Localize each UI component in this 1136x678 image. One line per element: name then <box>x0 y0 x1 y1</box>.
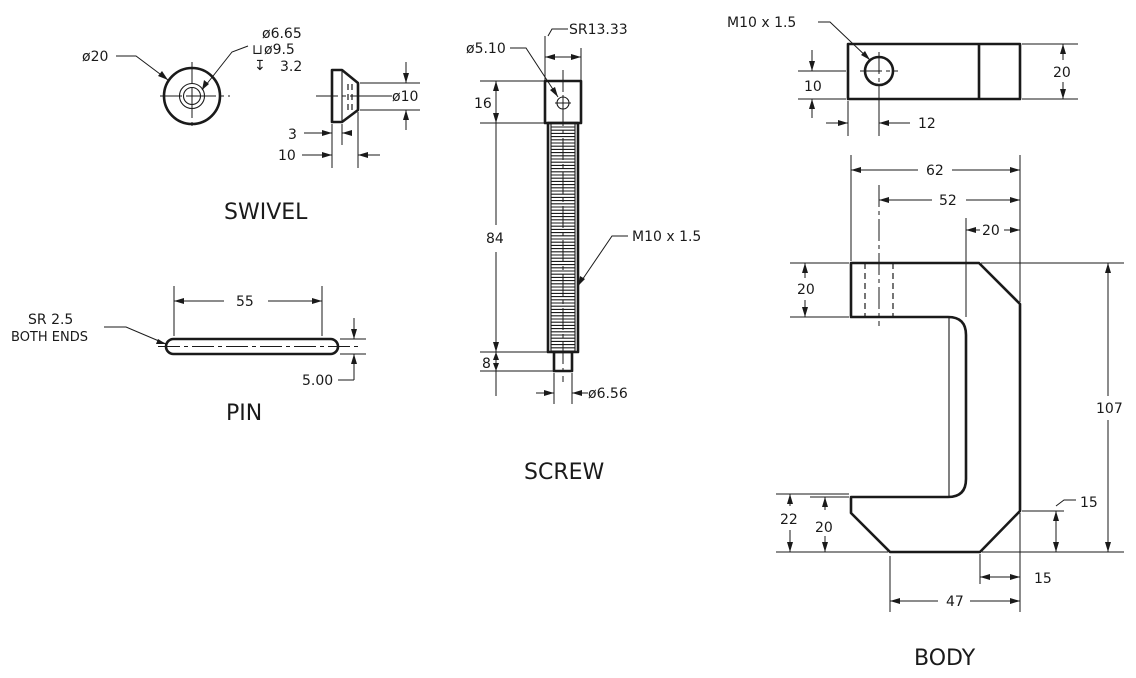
swivel-dia-leader <box>116 55 169 81</box>
swivel-title: SWIVEL <box>224 200 308 225</box>
body-front-outline <box>849 261 1022 554</box>
screw-view: SR13.33 ø5.10 16 84 8 ø6.56 <box>466 22 701 485</box>
screw-sr-label: SR13.33 <box>569 22 628 38</box>
body-dim-107: 107 <box>1096 401 1123 417</box>
body-dim-62: 62 <box>926 163 944 179</box>
body-top-view: M10 x 1.5 10 12 20 <box>727 15 1078 136</box>
body-dim-22: 22 <box>780 512 798 528</box>
swivel-dia-outer-label: ø20 <box>82 49 108 65</box>
pin-diameter-label: 5.00 <box>302 373 333 389</box>
body-dim-12: 12 <box>918 116 936 132</box>
body-dim-20a: 20 <box>982 223 1000 239</box>
screw-title: SCREW <box>524 460 605 485</box>
body-dim-20c: 20 <box>815 520 833 536</box>
swivel-depth-symbol: ↧ <box>254 58 266 74</box>
body-dim-15b-text: 15 <box>1034 571 1052 587</box>
swivel-side-dia-label: ø10 <box>392 89 418 105</box>
body-dim-15a: 15 <box>1080 495 1098 511</box>
screw-head-dim: 16 <box>474 96 492 112</box>
swivel-cbore-depth-label: 3.2 <box>280 59 302 75</box>
body-front-view: 62 52 20 20 107 <box>776 155 1124 671</box>
swivel-dim-10: 10 <box>278 148 296 164</box>
body-dim-52: 52 <box>939 193 957 209</box>
body-top-outline <box>846 42 1022 101</box>
pin-length-label: 55 <box>236 294 254 310</box>
swivel-dim-3: 3 <box>288 127 297 143</box>
body-dim-20b: 20 <box>797 282 815 298</box>
screw-thread-label: M10 x 1.5 <box>632 229 701 245</box>
screw-tip-dia-label: ø6.56 <box>588 386 628 402</box>
pin-title: PIN <box>226 401 262 426</box>
pin-note-line1: SR 2.5 <box>28 312 73 328</box>
screw-tip-dim: 8 <box>482 356 491 372</box>
body-top-dim-20: 20 <box>1053 65 1071 81</box>
screw-shank-dim: 84 <box>486 231 504 247</box>
body-dim-47: 47 <box>946 594 964 610</box>
pin-view: 55 SR 2.5 BOTH ENDS 5.00 PIN <box>11 286 366 426</box>
swivel-view: ø20 ø6.65 ⊔ ø9.5 ↧ 3.2 ø10 3 <box>82 26 420 225</box>
swivel-hole-leader <box>201 45 249 91</box>
swivel-cbore-label: ø9.5 <box>264 42 295 58</box>
swivel-hole-label: ø6.65 <box>262 26 302 42</box>
body-thread-label: M10 x 1.5 <box>727 15 796 31</box>
body-dim-10: 10 <box>804 79 822 95</box>
body-title: BODY <box>914 646 976 671</box>
swivel-cbore-symbol: ⊔ <box>252 42 263 58</box>
screw-hole-label: ø5.10 <box>466 41 506 57</box>
pin-note-line2: BOTH ENDS <box>11 330 88 345</box>
